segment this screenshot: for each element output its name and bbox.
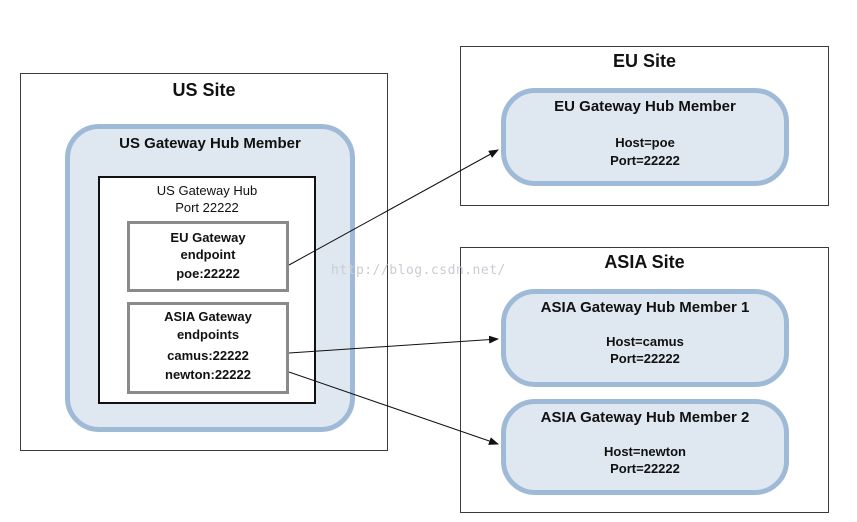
us-gateway-hub-member: US Gateway Hub Member US Gateway Hub Por… [65,124,355,432]
asia-endpoint-line1: ASIA Gateway [164,309,252,324]
us-site: US Site US Gateway Hub Member US Gateway… [20,73,388,451]
eu-endpoint-line2: endpoint [180,247,236,262]
hub-name: US Gateway Hub [156,183,258,198]
eu-member-port: Port=22222 [610,153,680,168]
asia-member1-port: Port=22222 [610,351,680,366]
asia-member1-title: ASIA Gateway Hub Member 1 [540,299,750,316]
asia-endpoint-line4: newton:22222 [165,367,251,382]
arrow-asia-endpoint-to-asia-member-2 [288,371,499,445]
asia-gateway-hub-member-1: ASIA Gateway Hub Member 1 Host=camus Por… [501,289,789,387]
eu-site-title: EU Site [612,51,677,71]
asia-gateway-hub-member-2: ASIA Gateway Hub Member 2 Host=newton Po… [501,399,789,495]
asia-endpoint-line2: endpoints [176,327,240,342]
arrow-eu-endpoint-to-eu-member [288,149,499,266]
eu-gateway-endpoint: EU Gateway endpoint poe:22222 [127,221,289,292]
hub-port: Port 22222 [175,200,239,215]
asia-gateway-endpoints: ASIA Gateway endpoints camus:22222 newto… [127,302,289,394]
us-gateway-hub: US Gateway Hub Port 22222 EU Gateway end… [98,176,316,404]
asia-site: ASIA Site ASIA Gateway Hub Member 1 Host… [460,247,829,513]
eu-endpoint-line3: poe:22222 [176,266,240,281]
us-site-title: US Site [172,80,236,100]
asia-member2-title: ASIA Gateway Hub Member 2 [540,409,750,426]
asia-member2-host: Host=newton [604,444,686,459]
eu-gateway-hub-member: EU Gateway Hub Member Host=poe Port=2222… [501,88,789,186]
eu-member-title: EU Gateway Hub Member [554,98,736,115]
asia-site-title: ASIA Site [604,252,685,272]
arrow-asia-endpoint-to-asia-member-1 [288,335,499,354]
watermark: http://blog.csdn.net/ [331,263,506,278]
eu-site: EU Site EU Gateway Hub Member Host=poe P… [460,46,829,206]
asia-member2-port: Port=22222 [610,461,680,476]
us-member-title: US Gateway Hub Member [119,135,301,152]
asia-endpoint-line3: camus:22222 [167,348,249,363]
asia-member1-host: Host=camus [606,334,684,349]
eu-endpoint-line1: EU Gateway [170,230,246,245]
eu-member-host: Host=poe [615,135,675,150]
